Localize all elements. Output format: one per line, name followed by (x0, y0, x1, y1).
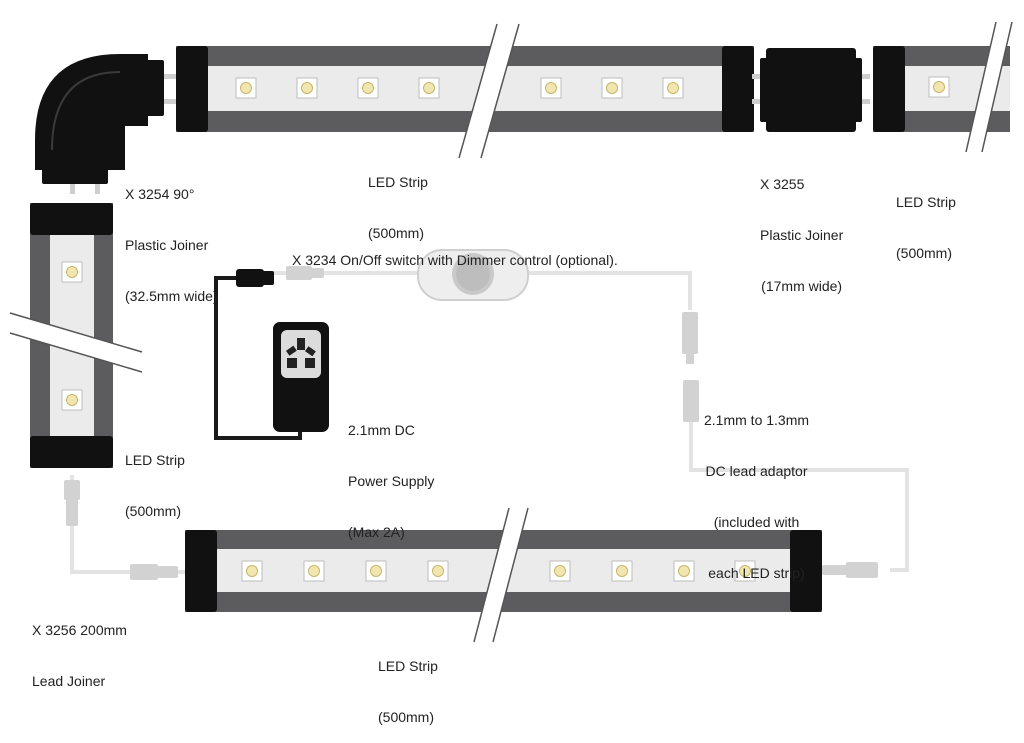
plug (286, 266, 312, 280)
adaptor-cable (683, 380, 909, 578)
label-joiner-90: X 3254 90° Plastic Joiner (32.5mm wide) (125, 186, 218, 304)
strip-break (459, 24, 519, 158)
label-led-strip-left: LED Strip (500mm) (125, 452, 185, 519)
led-chip (357, 77, 379, 99)
plug (130, 564, 158, 580)
plug (686, 352, 694, 364)
led-chip (540, 77, 562, 99)
led-chip (303, 560, 325, 582)
switch-cable (262, 266, 698, 364)
plug (822, 565, 848, 575)
led-chip (61, 261, 83, 283)
led-strip-top (176, 23, 754, 159)
plug (846, 562, 878, 578)
led-chip (601, 77, 623, 99)
led-chip (928, 76, 950, 98)
label-led-strip-top: LED Strip (500mm) (368, 174, 428, 241)
led-chip (61, 389, 83, 411)
led-strip-bottom (185, 507, 822, 643)
led-chip (235, 77, 257, 99)
strip-break (966, 22, 1012, 152)
led-chip (296, 77, 318, 99)
led-chip (673, 560, 695, 582)
plug (66, 498, 78, 526)
label-lead-joiner: X 3256 200mm Lead Joiner (32, 622, 127, 689)
led-chip (549, 560, 571, 582)
plug (64, 480, 80, 500)
label-adaptor: 2.1mm to 1.3mm DC lead adaptor (included… (704, 412, 810, 581)
led-chip (427, 560, 449, 582)
led-chip (662, 77, 684, 99)
plug (682, 312, 698, 354)
label-switch: X 3234 On/Off switch with Dimmer control… (292, 252, 618, 268)
strip-break (474, 508, 528, 642)
led-strip-connection-diagram (9, 21, 1024, 643)
led-chip (734, 560, 756, 582)
plug (310, 268, 324, 278)
led-chip (365, 560, 387, 582)
joiner-17mm (752, 48, 870, 132)
power-supply (214, 269, 329, 440)
plug (683, 380, 699, 422)
joiner-90-degree (35, 54, 176, 194)
led-strip-right (873, 21, 1024, 153)
plug (156, 566, 178, 578)
led-chip (241, 560, 263, 582)
led-strip-left (9, 203, 143, 468)
label-power-supply: 2.1mm DC Power Supply (Max 2A) (348, 422, 435, 540)
label-led-strip-right: LED Strip (500mm) (896, 194, 956, 261)
led-chip (418, 77, 440, 99)
strip-break (10, 313, 142, 372)
label-led-strip-bottom: LED Strip (500mm) (378, 658, 438, 725)
lead-joiner-cable (64, 475, 185, 580)
led-chip (611, 560, 633, 582)
switch-dimmer (417, 249, 529, 301)
label-joiner-17mm: X 3255 Plastic Joiner (17mm wide) (760, 176, 844, 294)
